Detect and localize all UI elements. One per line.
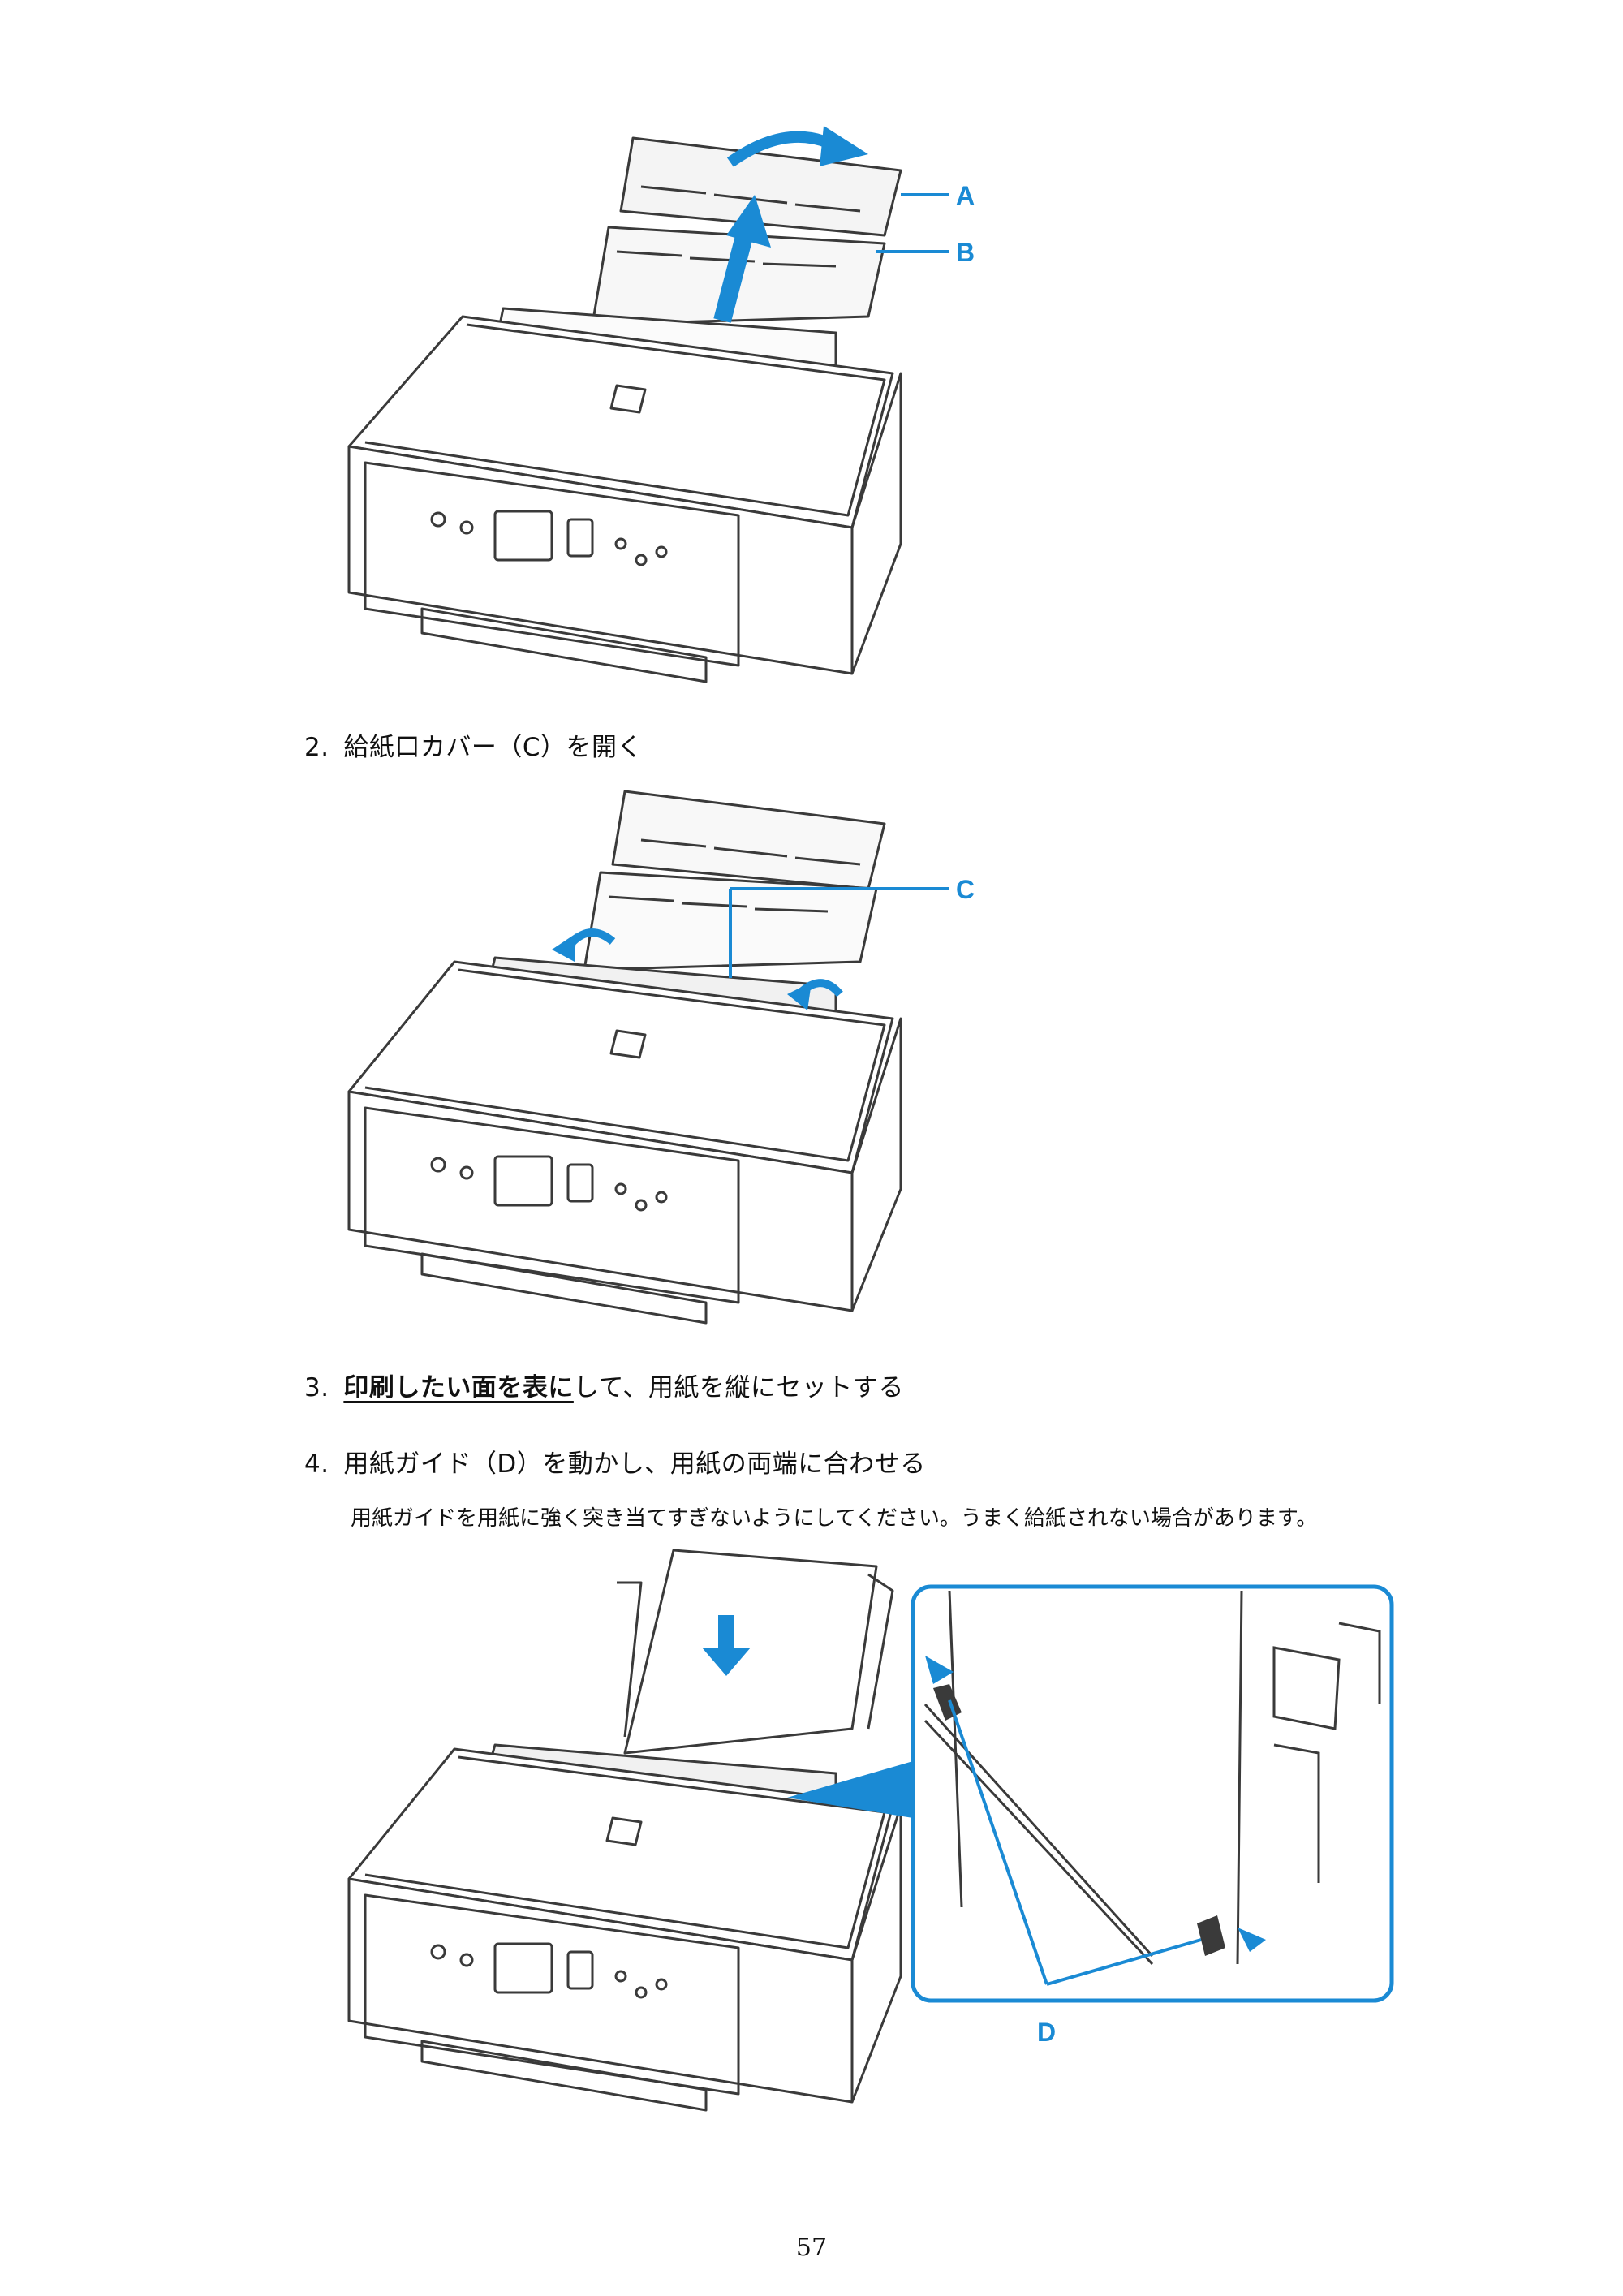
step-2-number: 2.: [304, 733, 329, 762]
step-3-emphasis: 印刷したい面を表に: [343, 1373, 574, 1402]
label-c: C: [956, 875, 975, 904]
step-3: 3. 印刷したい面を表にして、用紙を縦にセットする: [304, 1367, 904, 1403]
step-4-number: 4.: [304, 1450, 329, 1479]
step-2-text: 給紙口カバー（C）を開く: [343, 733, 644, 762]
figure-paper-guides: D: [347, 1549, 1394, 2112]
label-a: A: [956, 181, 975, 210]
step-4-note: 用紙ガイドを用紙に強く突き当てすぎないようにしてください。うまく給紙されない場合…: [351, 1506, 1318, 1531]
step-3-text: して、用紙を縦にセットする: [573, 1373, 904, 1402]
label-b: B: [956, 238, 975, 267]
step-4: 4. 用紙ガイド（D）を動かし、用紙の両端に合わせる: [304, 1443, 926, 1480]
figure-feed-slot-cover: C: [347, 790, 975, 1325]
step-3-number: 3.: [304, 1373, 329, 1402]
label-d: D: [1037, 2018, 1056, 2047]
step-4-text: 用紙ガイド（D）を動かし、用紙の両端に合わせる: [343, 1450, 926, 1479]
page-number: 57: [795, 2234, 828, 2262]
step-2: 2. 給紙口カバー（C）を開く: [304, 726, 643, 763]
figure-paper-support-extend: A B: [347, 126, 975, 683]
